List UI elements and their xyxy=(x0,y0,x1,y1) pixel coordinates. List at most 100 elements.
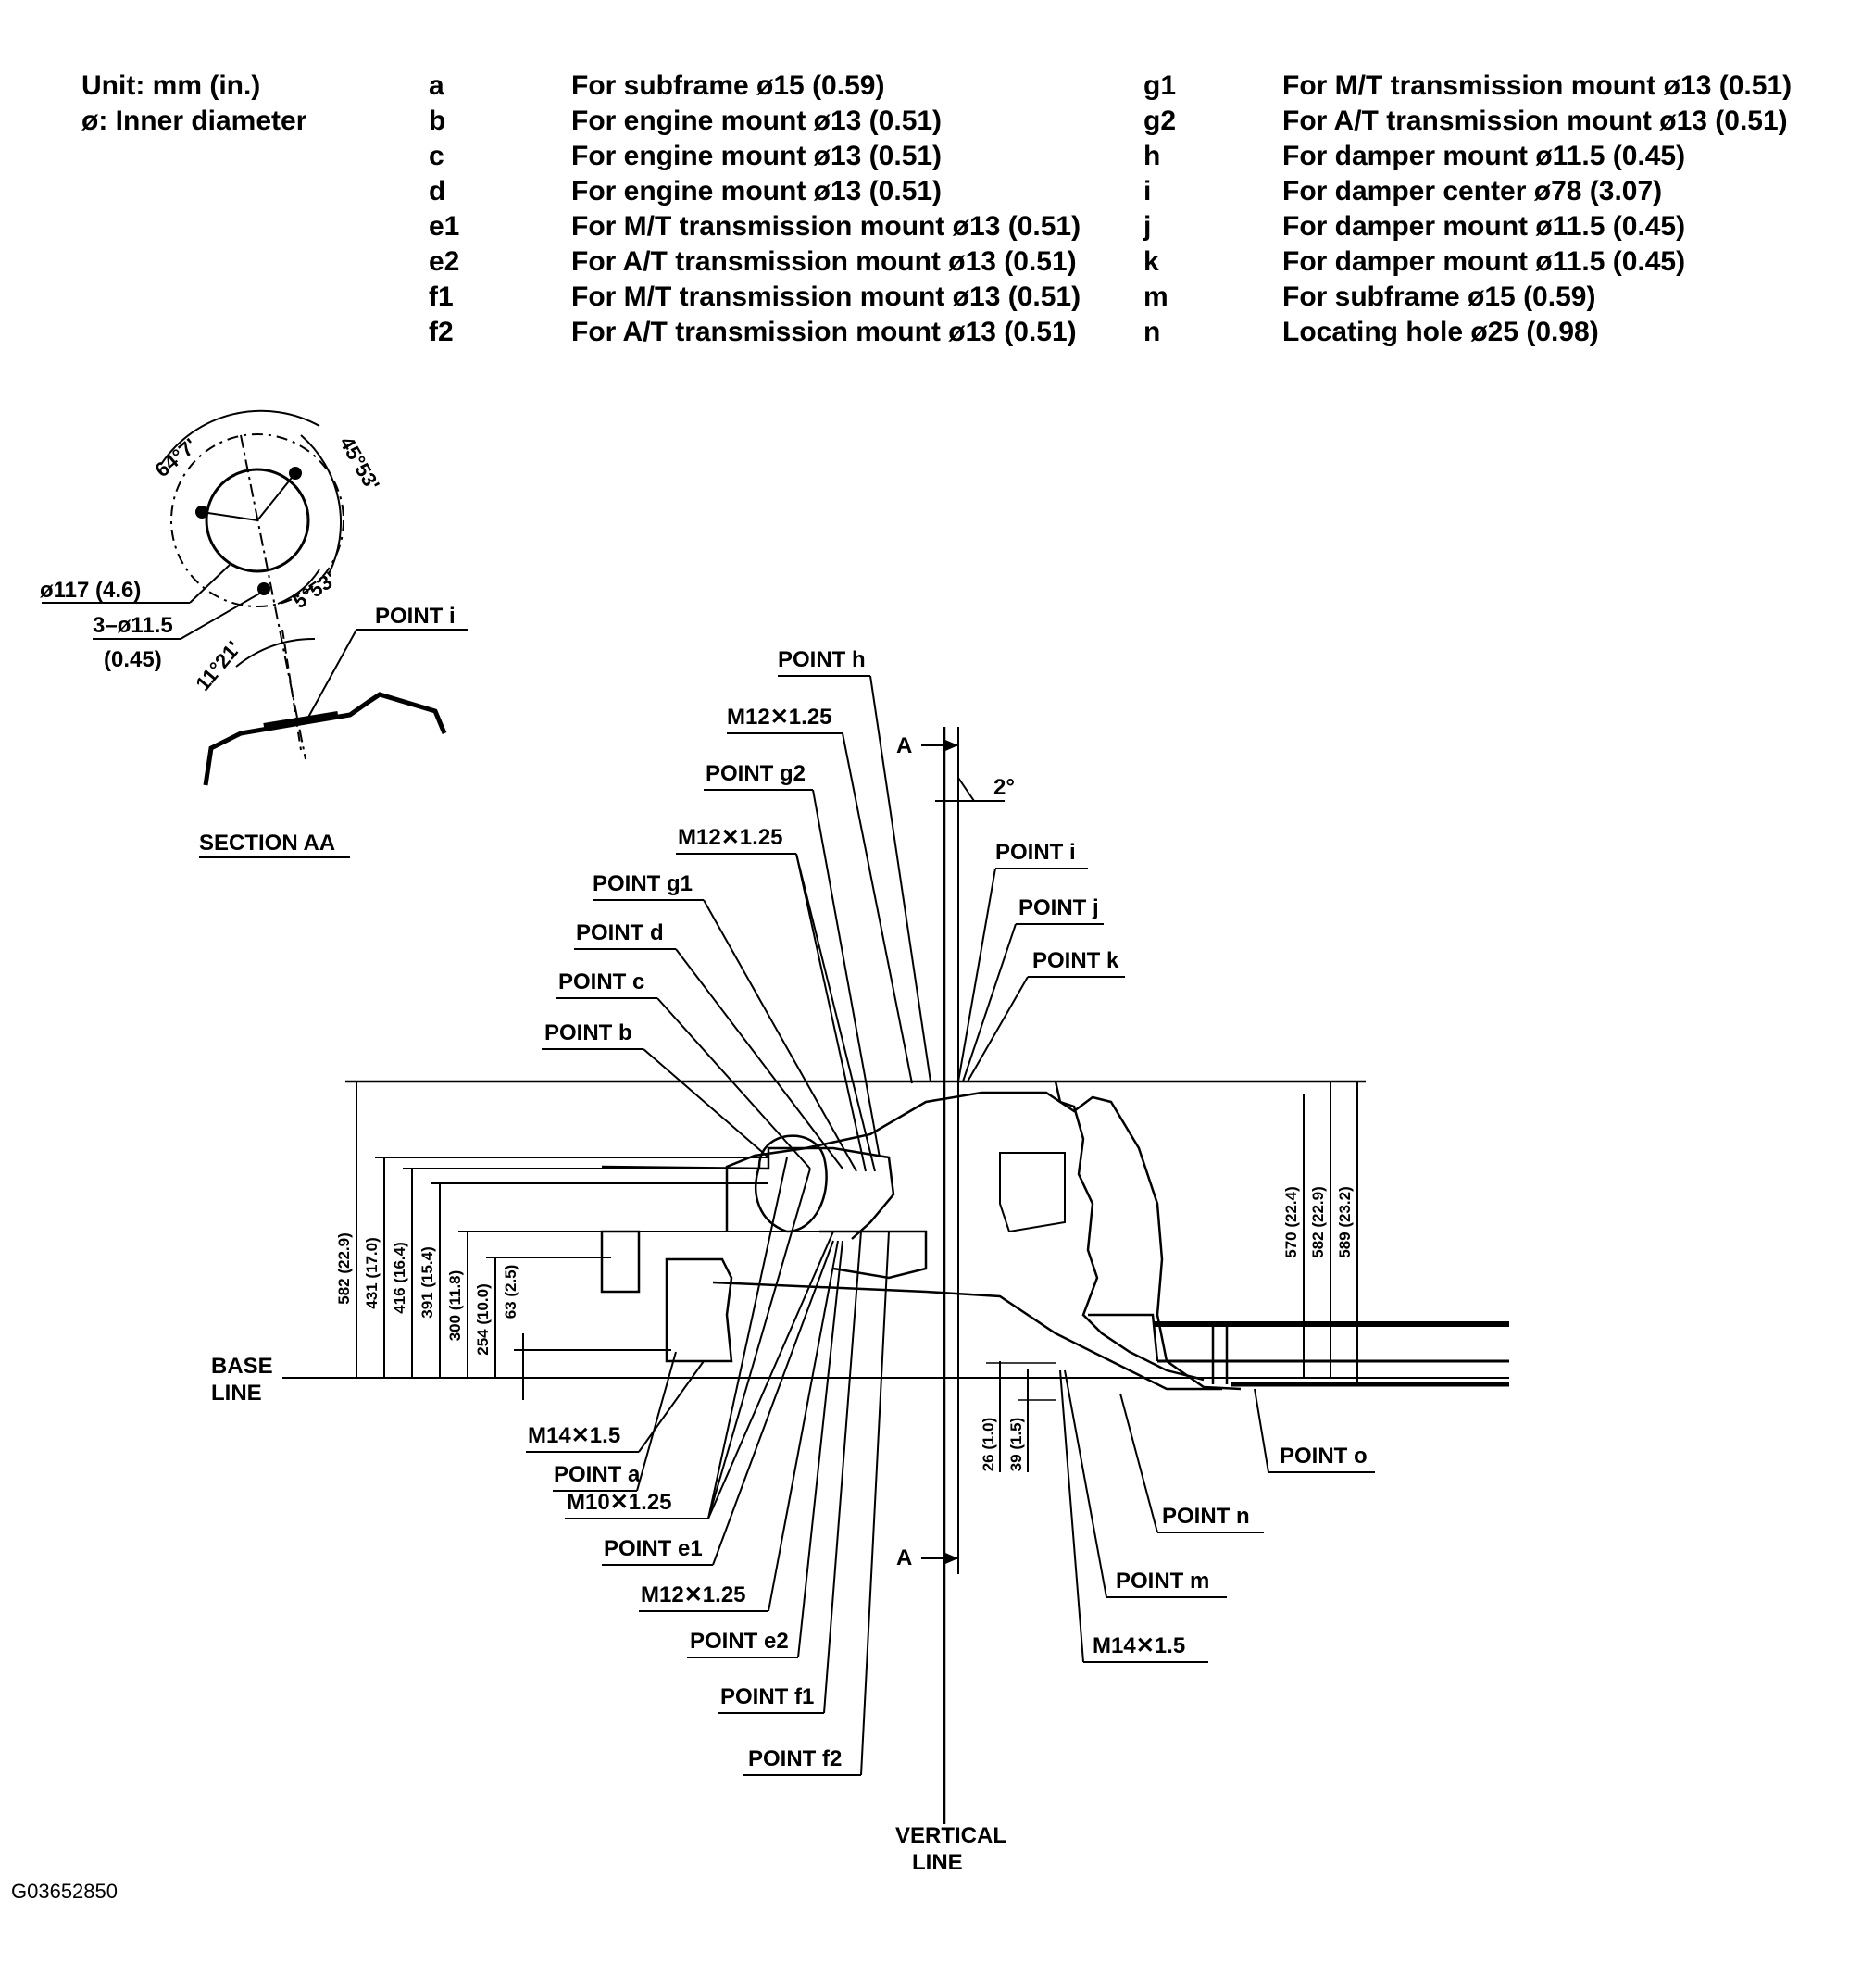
legend-text: For damper mount ø11.5 (0.45) xyxy=(1282,246,1686,277)
angle-label: 45°53' xyxy=(335,432,384,494)
point-n-label: POINT n xyxy=(1162,1504,1250,1529)
point-i-label: POINT i xyxy=(995,840,1076,865)
point-m-label: POINT m xyxy=(1116,1569,1209,1594)
holes-inch-label: (0.45) xyxy=(104,647,162,672)
legend-key: a xyxy=(429,70,444,101)
leader-point-g2 xyxy=(812,789,881,1158)
legend-text: For subframe ø15 (0.59) xyxy=(571,70,885,101)
legend-text: For engine mount ø13 (0.51) xyxy=(571,141,943,171)
leader-thread-m14-right xyxy=(1059,1369,1084,1663)
legend-key: j xyxy=(1143,211,1152,242)
section-profile xyxy=(203,692,447,786)
angle-label: 5°53' xyxy=(289,568,341,614)
legend-key: g1 xyxy=(1143,70,1177,101)
point-g2-label: POINT g2 xyxy=(706,761,806,786)
tower-panel xyxy=(999,1152,1066,1233)
left-dimensions: 582 (22.9) 431 (17.0) 416 (16.4) 391 (15… xyxy=(335,1082,524,1400)
point-i-section-label: POINT i xyxy=(375,604,456,629)
arrow-head xyxy=(945,740,958,751)
section-mark-top: A xyxy=(896,733,912,758)
leader-point-e2 xyxy=(797,1240,843,1658)
dim-570: 570 (22.4) xyxy=(1282,1186,1300,1258)
leader-point-f1 xyxy=(823,1231,862,1714)
dim-391: 391 (15.4) xyxy=(419,1246,436,1319)
trans-mount-outline xyxy=(819,1230,928,1280)
dim-582-right: 582 (22.9) xyxy=(1309,1186,1327,1258)
point-g1-label: POINT g1 xyxy=(593,871,693,896)
legend-key: f1 xyxy=(429,281,454,312)
dim-63: 63 (2.5) xyxy=(502,1265,519,1319)
arrow-head xyxy=(945,1553,958,1564)
legend-text: For subframe ø15 (0.59) xyxy=(1282,281,1596,312)
point-e1-label: POINT e1 xyxy=(604,1536,703,1561)
dim-26: 26 (1.0) xyxy=(980,1418,997,1472)
two-degree-line xyxy=(957,777,975,802)
legend-text: For A/T transmission mount ø13 (0.51) xyxy=(571,317,1077,347)
leader-point-n xyxy=(1119,1393,1158,1533)
legend-text: For M/T transmission mount ø13 (0.51) xyxy=(571,281,1081,312)
leader-point-m xyxy=(1064,1369,1107,1598)
legend-key: f2 xyxy=(429,317,454,347)
leader-point-k xyxy=(967,976,1029,1082)
thread-label: M12✕1.25 xyxy=(727,705,832,730)
point-j-label: POINT j xyxy=(1018,895,1099,920)
leader-point-d xyxy=(675,948,843,1169)
legend-key: c xyxy=(429,141,444,171)
point-c-label: POINT c xyxy=(558,969,644,994)
dim-416: 416 (16.4) xyxy=(391,1242,408,1314)
angle-arc xyxy=(277,569,320,605)
legend-key: e2 xyxy=(429,246,460,277)
angle-arc xyxy=(300,434,343,575)
leader-point-o xyxy=(1254,1388,1269,1473)
unit-label: Unit: mm (in.) xyxy=(81,70,261,101)
figure-id: G03652850 xyxy=(11,1880,118,1903)
right-dimensions: 570 (22.4) 582 (22.9) 589 (23.2) 26 (1.0… xyxy=(980,1082,1358,1472)
legend-text: For damper mount ø11.5 (0.45) xyxy=(1282,141,1686,171)
angle-label: 64°7' xyxy=(150,433,201,481)
thread-m14-left-label: M14✕1.5 xyxy=(528,1423,620,1448)
legend-key: n xyxy=(1143,317,1161,347)
leader-point-c xyxy=(656,997,811,1169)
legend-text: For engine mount ø13 (0.51) xyxy=(571,176,943,206)
legend-text: For A/T transmission mount ø13 (0.51) xyxy=(1282,106,1788,136)
leader-thread-m10 xyxy=(707,1231,834,1519)
frame-outline xyxy=(345,1080,1509,1391)
legend-key: g2 xyxy=(1143,106,1177,136)
base-line-label: BASE xyxy=(211,1354,273,1379)
point-b-label: POINT b xyxy=(544,1020,632,1045)
dim-254: 254 (10.0) xyxy=(474,1283,492,1356)
angle-arc xyxy=(161,409,320,464)
leaders-bottom xyxy=(526,1157,1375,1776)
dim-431: 431 (17.0) xyxy=(363,1237,381,1309)
legend-key: d xyxy=(429,176,446,206)
legend-key: e1 xyxy=(429,211,460,242)
angle-arc xyxy=(235,637,316,668)
legend-key: m xyxy=(1143,281,1168,312)
leader-point-a xyxy=(636,1351,677,1492)
dim-582-left: 582 (22.9) xyxy=(335,1232,353,1305)
legend: Unit: mm (in.) ø: Inner diameter a For s… xyxy=(0,0,1849,370)
leader-point-h xyxy=(869,675,931,1082)
reference-lines xyxy=(282,727,1509,1824)
engine-mount-outline xyxy=(601,1146,895,1240)
leader-thread-1 xyxy=(842,732,913,1084)
point-a-label: POINT a xyxy=(554,1462,641,1487)
subframe-bracket xyxy=(665,1257,733,1363)
point-e2-label: POINT e2 xyxy=(690,1629,789,1654)
legend-key: k xyxy=(1143,246,1159,277)
leaders-top xyxy=(542,675,1125,1172)
leader-thread-2 xyxy=(795,853,876,1172)
section-title: SECTION AA xyxy=(199,831,335,856)
subframe-block xyxy=(600,1230,641,1294)
mount-pad xyxy=(263,711,339,731)
section-aa-detail: 64°7' 45°53' 5°53' 11°21' ø117 (4.6) 3–ø… xyxy=(40,409,468,858)
point-f2-label: POINT f2 xyxy=(748,1746,842,1771)
leader-holes xyxy=(180,592,262,640)
point-f1-label: POINT f1 xyxy=(720,1684,814,1709)
inner-diameter-label: ø: Inner diameter xyxy=(81,106,307,136)
legend-text: Locating hole ø25 (0.98) xyxy=(1282,317,1599,347)
leader-thread-m10 xyxy=(707,1168,811,1519)
section-mark-bottom: A xyxy=(896,1545,912,1570)
leader-point-i-section xyxy=(305,629,357,723)
